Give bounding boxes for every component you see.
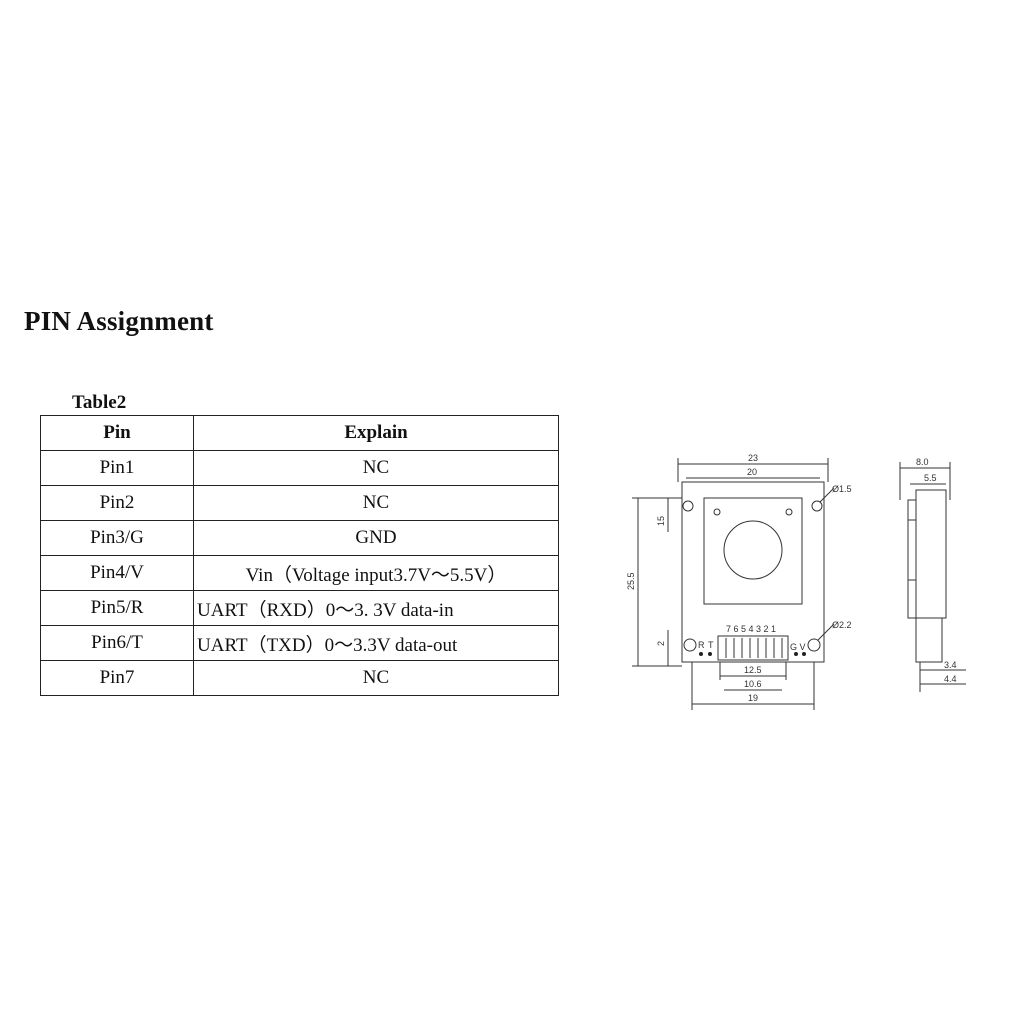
dim-bottom-width: 19	[748, 693, 758, 703]
mount-hole-top-right	[811, 500, 823, 512]
pin-label-gv: G V	[790, 642, 806, 652]
side-view	[899, 462, 966, 692]
dim-hole-bottom: Ø2.2	[832, 620, 852, 630]
hole-top-leader	[819, 487, 835, 503]
side-dim-outer: 8.0	[916, 457, 929, 467]
explain-cell: GND	[193, 520, 559, 556]
connector-pads	[699, 652, 806, 656]
dim-offset-top: 15	[656, 516, 666, 526]
explain-cell: UART（TXD）0～3.3V data-out	[193, 625, 559, 661]
table-row: Pin7 NC	[40, 660, 559, 696]
connector-outline	[717, 635, 789, 661]
explain-cell: NC	[193, 660, 559, 696]
explain-cell: Vin（Voltage input3.7V～5.5V）	[193, 555, 559, 591]
mount-hole-top-left	[682, 500, 694, 512]
side-dim-inner: 5.5	[924, 473, 937, 483]
mount-hole-inner-left	[713, 508, 721, 516]
dim-connector-pitch: 12.5	[744, 665, 762, 675]
mount-hole-bottom-right	[807, 638, 821, 652]
table-row: Pin6/T UART（TXD）0～3.3V data-out	[40, 625, 559, 661]
table-row: Pin5/R UART（RXD）0～3. 3V data-in	[40, 590, 559, 626]
explain-cell: UART（RXD）0～3. 3V data-in	[193, 590, 559, 626]
table-row: Pin4/V Vin（Voltage input3.7V～5.5V）	[40, 555, 559, 591]
table-row: Pin1 NC	[40, 450, 559, 486]
pin-label-t: T	[708, 640, 714, 650]
table-caption: Table2	[72, 392, 127, 413]
column-header-explain: Explain	[193, 415, 559, 451]
dim-connector-width: 10.6	[744, 679, 762, 689]
dim-width-outer: 23	[748, 453, 758, 463]
bottom-dimension-lines	[691, 662, 815, 710]
left-dimension-lines	[632, 497, 682, 667]
pin-cell: Pin6/T	[40, 625, 194, 661]
module-dimension-drawing: 23 20 Ø1.5 25.5 15 2 Ø2.2 7 6 5 4 3 2 1 …	[626, 453, 966, 710]
pin-cell: Pin5/R	[40, 590, 194, 626]
dim-offset-bottom: 2	[656, 641, 666, 646]
table-header-row: Pin Explain	[40, 415, 559, 451]
dim-hole-top: Ø1.5	[832, 484, 852, 494]
pin-cell: Pin1	[40, 450, 194, 486]
pin-cell: Pin7	[40, 660, 194, 696]
dim-height: 25.5	[626, 572, 636, 590]
side-dim-34: 3.4	[944, 660, 957, 670]
page-title: PIN Assignment	[24, 306, 214, 336]
sensor-lens	[723, 520, 783, 580]
pin-assignment-table: Pin Explain Pin1 NC Pin2 NC Pin3/G GND P…	[40, 415, 559, 696]
table-row: Pin2 NC	[40, 485, 559, 521]
top-dimension-lines	[677, 458, 829, 482]
side-dim-44: 4.4	[944, 674, 957, 684]
explain-cell: NC	[193, 450, 559, 486]
dim-width-inner: 20	[747, 467, 757, 477]
board-outline	[681, 481, 825, 663]
pin-label-r: R	[698, 640, 705, 650]
sensor-window-outline	[703, 497, 803, 605]
mount-hole-inner-right	[785, 508, 793, 516]
mount-hole-bottom-left	[683, 638, 697, 652]
pin-cell: Pin2	[40, 485, 194, 521]
column-header-pin: Pin	[40, 415, 194, 451]
connector-pin-numbers: 7 6 5 4 3 2 1	[726, 624, 776, 634]
table-row: Pin3/G GND	[40, 520, 559, 556]
hole-bottom-leader	[817, 623, 835, 641]
pin-cell: Pin4/V	[40, 555, 194, 591]
connector-pins	[725, 638, 783, 658]
pin-cell: Pin3/G	[40, 520, 194, 556]
explain-cell: NC	[193, 485, 559, 521]
